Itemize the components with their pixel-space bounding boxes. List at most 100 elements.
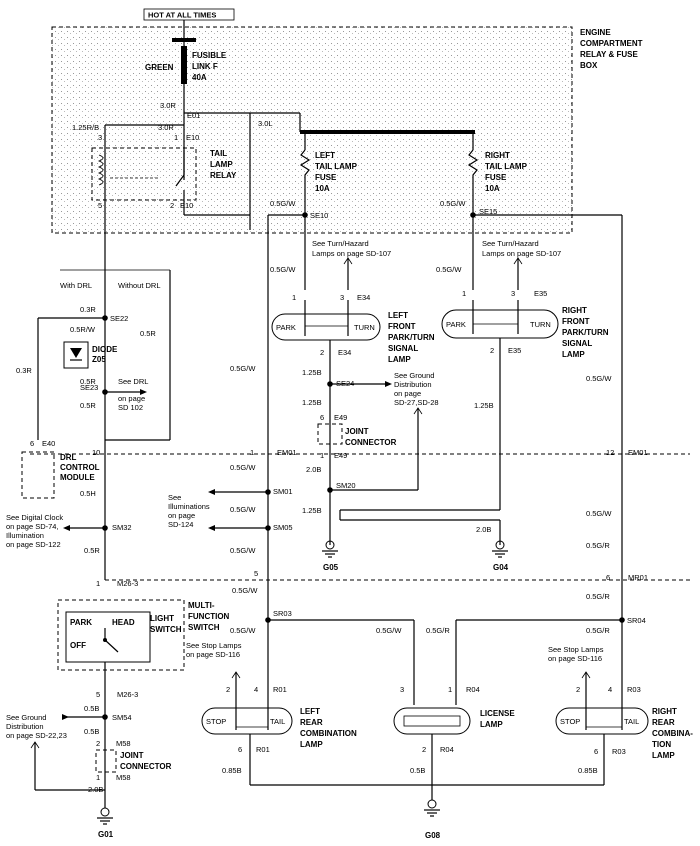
wire-05gw-10: 0.5G/W bbox=[232, 586, 258, 595]
gnd2-note-3: on page SD-22,23 bbox=[6, 731, 67, 740]
rr-label-3: COMBINA- bbox=[652, 729, 693, 738]
left-fuse-label-4: 10A bbox=[315, 184, 330, 193]
conn-e01: E01 bbox=[187, 111, 200, 120]
drl-page-note-1: See DRL bbox=[118, 377, 148, 386]
illum-note-2: Illuminations bbox=[168, 502, 210, 511]
pin-5b: 5 bbox=[96, 690, 100, 699]
splice-sr03: SR03 bbox=[273, 609, 292, 618]
pin-1d: 1 bbox=[250, 448, 254, 457]
wire-05gw-2: 0.5G/W bbox=[270, 265, 296, 274]
splice-sr04: SR04 bbox=[627, 616, 646, 625]
pin-4b: 4 bbox=[608, 685, 612, 694]
drl-label-1: DRL bbox=[60, 453, 77, 462]
wire-05gw-6: 0.5G/W bbox=[586, 374, 612, 383]
wire-05b-1: 0.5B bbox=[84, 704, 99, 713]
conn-e10-a: E10 bbox=[186, 133, 199, 142]
right-rear-combination-lamp: 2 4 R03 STOP TAIL RIGHT REAR COMBINA- TI… bbox=[432, 541, 693, 786]
wire-085b-2: 0.85B bbox=[578, 766, 598, 775]
turn-note-left-1: See Turn/Hazard bbox=[312, 239, 369, 248]
fusible-color: GREEN bbox=[145, 63, 174, 72]
gnd1-note-2: Distribution bbox=[394, 380, 432, 389]
rf-label-5: LAMP bbox=[562, 350, 585, 359]
lf-label-1: LEFT bbox=[388, 311, 408, 320]
wire-20b-2: 2.0B bbox=[476, 525, 491, 534]
lr-stop-label: STOP bbox=[206, 717, 226, 726]
rf-park-label: PARK bbox=[446, 320, 466, 329]
relay-pin-1: 1 bbox=[174, 133, 178, 142]
lic-label-1: LICENSE bbox=[480, 709, 515, 718]
jc2-label-2: CONNECTOR bbox=[120, 762, 172, 771]
ground-g05-icon bbox=[322, 540, 338, 558]
right-fuse-label-2: TAIL LAMP bbox=[485, 162, 528, 171]
lf-park-label: PARK bbox=[276, 323, 296, 332]
pin-2d: 2 bbox=[422, 745, 426, 754]
wire-085b-1: 0.85B bbox=[222, 766, 242, 775]
left-front-park-turn-lamp: 1 3 E34 PARK TURN LEFT FRONT PARK/TURN S… bbox=[271, 293, 435, 545]
lic-label-2: LAMP bbox=[480, 720, 503, 729]
lr-label-1: LEFT bbox=[300, 707, 320, 716]
splice-se23: SE23 bbox=[80, 383, 98, 392]
right-feed-wire: 0.5G/W SE15 0.5G/W See Turn/Hazard Lamps… bbox=[436, 199, 623, 700]
wire-05gw-3: 0.5G/W bbox=[440, 199, 466, 208]
splice-sm05: SM05 bbox=[273, 523, 293, 532]
box-label-4: BOX bbox=[580, 61, 598, 70]
wire-05gw-11: 0.5G/W bbox=[586, 509, 612, 518]
lr-label-3: COMBINATION bbox=[300, 729, 357, 738]
fusible-label-3: 40A bbox=[192, 73, 207, 82]
illum-note-1: See bbox=[168, 493, 181, 502]
clock-note-4: on page SD-122 bbox=[6, 540, 61, 549]
drl-section: With DRL Without DRL 0.3R SE22 0.5R/W 0.… bbox=[16, 205, 690, 580]
switch-off-label: OFF bbox=[70, 641, 86, 650]
wire-05gw-12: 0.5G/W bbox=[230, 626, 256, 635]
conn-e40: E40 bbox=[42, 439, 55, 448]
rr-label-2: REAR bbox=[652, 718, 675, 727]
wire-05gw-9: 0.5G/W bbox=[230, 546, 256, 555]
diode-label-2: Z05 bbox=[92, 355, 106, 364]
mfs-label-2: FUNCTION bbox=[188, 612, 230, 621]
clock-note-1: See Digital Clock bbox=[6, 513, 63, 522]
pin-6a: 6 bbox=[320, 413, 324, 422]
wire-20b-3: 2.0B bbox=[88, 785, 103, 794]
pin-5a: 5 bbox=[254, 569, 258, 578]
conn-e49-a: E49 bbox=[334, 413, 347, 422]
wire-125b-1: 1.25B bbox=[302, 368, 322, 377]
pin-10: 10 bbox=[92, 448, 100, 457]
relay-pin-5: 5 bbox=[98, 201, 102, 210]
drl-page-note-3: SD 102 bbox=[118, 403, 143, 412]
rr-label-1: RIGHT bbox=[652, 707, 677, 716]
lr-label-2: REAR bbox=[300, 718, 323, 727]
conn-e35-a: E35 bbox=[534, 289, 547, 298]
lr-label-4: LAMP bbox=[300, 740, 323, 749]
with-drl-label: With DRL bbox=[60, 281, 92, 290]
fusible-label-1: FUSIBLE bbox=[192, 51, 227, 60]
rr-stop-label: STOP bbox=[560, 717, 580, 726]
wire-05gw-1: 0.5G/W bbox=[270, 199, 296, 208]
conn-r04-b: R04 bbox=[440, 745, 454, 754]
wire-05gw-5: 0.5G/W bbox=[230, 364, 256, 373]
jc2-label-1: JOINT bbox=[120, 751, 144, 760]
splice-sm54: SM54 bbox=[112, 713, 132, 722]
conn-mr01: MR01 bbox=[628, 573, 648, 582]
pin-3b: 3 bbox=[511, 289, 515, 298]
left-rear-combination-lamp: 2 4 R01 STOP TAIL LEFT REAR COMBINATION … bbox=[201, 685, 432, 786]
wire-20b-1: 2.0B bbox=[306, 465, 321, 474]
wire-05h: 0.5H bbox=[80, 489, 96, 498]
wire-125b-2: 1.25B bbox=[302, 398, 322, 407]
rf-label-2: FRONT bbox=[562, 317, 590, 326]
conn-m26-a: M26-3 bbox=[117, 579, 138, 588]
mfs-label-3: SWITCH bbox=[188, 623, 220, 632]
fusible-link: GREEN FUSIBLE LINK F 40A bbox=[145, 42, 227, 92]
right-tail-lamp-fuse: RIGHT TAIL LAMP FUSE 10A bbox=[467, 149, 528, 200]
gnd1-note-1: See Ground bbox=[394, 371, 434, 380]
tail-lamp-relay: 3 1 E10 5 2 E10 TAIL LAMP RELAY bbox=[91, 125, 250, 216]
lf-label-5: LAMP bbox=[388, 355, 411, 364]
without-drl-label: Without DRL bbox=[118, 281, 161, 290]
pin-1a: 1 bbox=[292, 293, 296, 302]
box-label-1: ENGINE bbox=[580, 28, 611, 37]
left-fuse-label-1: LEFT bbox=[315, 151, 335, 160]
conn-m58-a: M58 bbox=[116, 739, 131, 748]
pin-12: 12 bbox=[606, 448, 614, 457]
pin-4a: 4 bbox=[254, 685, 258, 694]
lf-label-3: PARK/TURN bbox=[388, 333, 435, 342]
